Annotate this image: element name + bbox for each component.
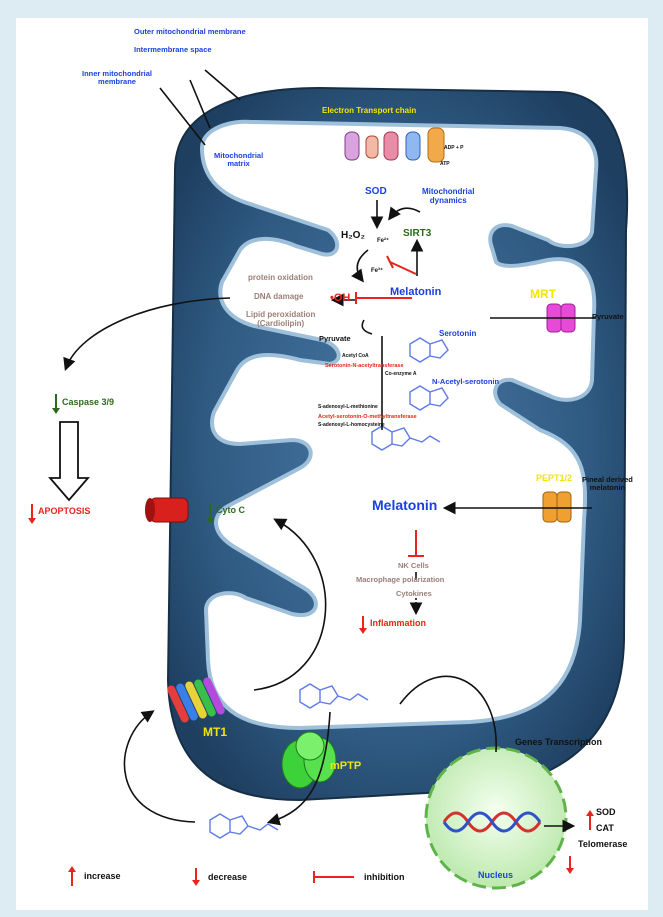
- pyruvate-in-label: Pyruvate: [319, 335, 351, 343]
- legend-decrease: decrease: [208, 873, 247, 883]
- inner-membrane-line2: membrane: [82, 78, 152, 86]
- cytokines-label: Cytokines: [396, 590, 432, 598]
- complex-i: [345, 132, 359, 160]
- lipid-label: Lipid peroxidation (Cardiolipin): [246, 311, 315, 329]
- etc-title: Electron Transport chain: [322, 107, 416, 116]
- adp-label: ADP + P: [444, 146, 464, 152]
- matrix-line2: matrix: [214, 160, 263, 168]
- atp-synthase: [428, 128, 444, 162]
- n-acetyl-serotonin-label: N-Acetyl-serotonin: [432, 378, 499, 386]
- dynamics-line2: dynamics: [422, 197, 474, 206]
- h2o2-label: H₂O₂: [341, 230, 365, 241]
- atp-label: ATP: [440, 162, 450, 168]
- fe3-label: Fe³⁺: [371, 268, 383, 275]
- acetyl-coa-label: Acetyl CoA: [342, 354, 369, 360]
- gene-sod-label: SOD: [596, 808, 616, 818]
- caspase-label: Caspase 3/9: [62, 398, 114, 408]
- melatonin-ros-label: Melatonin: [390, 286, 441, 298]
- cyto-c-label: Cyto C: [216, 506, 245, 516]
- macrophage-label: Macrophage polarization: [356, 576, 444, 584]
- matrix-label: Mitochondrial matrix: [214, 152, 263, 169]
- genes-transcription-label: Genes Transcription: [515, 738, 602, 748]
- pept-label: PEPT1/2: [536, 474, 572, 484]
- legend-increase: increase: [84, 872, 121, 882]
- apoptosis-label: APOPTOSIS: [38, 507, 90, 517]
- lipid-line2: (Cardiolipin): [246, 320, 315, 329]
- protein-oxidation-label: protein oxidation: [248, 274, 313, 283]
- inflammation-label: Inflammation: [370, 619, 426, 629]
- hydroxyl-radical-label: •OH: [330, 292, 350, 304]
- sah-label: S-adenosyl-L-homocysteine: [318, 423, 385, 429]
- caspase-hollow-arrow: [50, 422, 88, 500]
- intermembrane-label: Intermembrane space: [134, 46, 212, 54]
- sirt3-label: SIRT3: [403, 228, 431, 239]
- mptp-label: mPTP: [330, 760, 361, 772]
- aanat-label: Serotonin-N-acetyltransferase: [325, 363, 404, 369]
- nucleus-label: Nucleus: [478, 871, 513, 881]
- melatonin-main-label: Melatonin: [372, 498, 437, 513]
- pyruvate-out-label: Pyruvate: [592, 313, 624, 321]
- serotonin-label: Serotonin: [439, 330, 476, 339]
- dna-damage-label: DNA damage: [254, 293, 304, 302]
- mrt-label: MRT: [530, 288, 556, 301]
- fe2-label: Fe²⁺: [377, 238, 389, 245]
- gene-cat-label: CAT: [596, 824, 614, 834]
- complex-iii: [384, 132, 398, 160]
- cyto-c-channel: [145, 498, 188, 522]
- inner-membrane-label: Inner mitochondrial membrane: [82, 70, 152, 87]
- pept-transporter: [543, 492, 571, 522]
- sam-label: S-adenosyl-L-methionine: [318, 405, 378, 411]
- complex-ii: [366, 136, 378, 158]
- gene-telomerase-label: Telomerase: [578, 840, 627, 850]
- coenzyme-a-label: Co-enzyme A: [385, 372, 417, 378]
- mt1-label: MT1: [203, 726, 227, 739]
- complex-iv: [406, 132, 420, 160]
- pineal-label: Pineal derived melatonin: [582, 476, 633, 493]
- dynamics-label: Mitochondrial dynamics: [422, 188, 474, 206]
- outer-membrane-label: Outer mitochondrial membrane: [134, 28, 246, 36]
- nk-cells-label: NK Cells: [398, 562, 429, 570]
- sod-label: SOD: [365, 186, 387, 197]
- asmt-label: Acetyl-serotonin-O-methyltransferase: [318, 414, 417, 420]
- legend-inhibition: inhibition: [364, 873, 405, 883]
- pineal-line2: melatonin: [582, 484, 633, 492]
